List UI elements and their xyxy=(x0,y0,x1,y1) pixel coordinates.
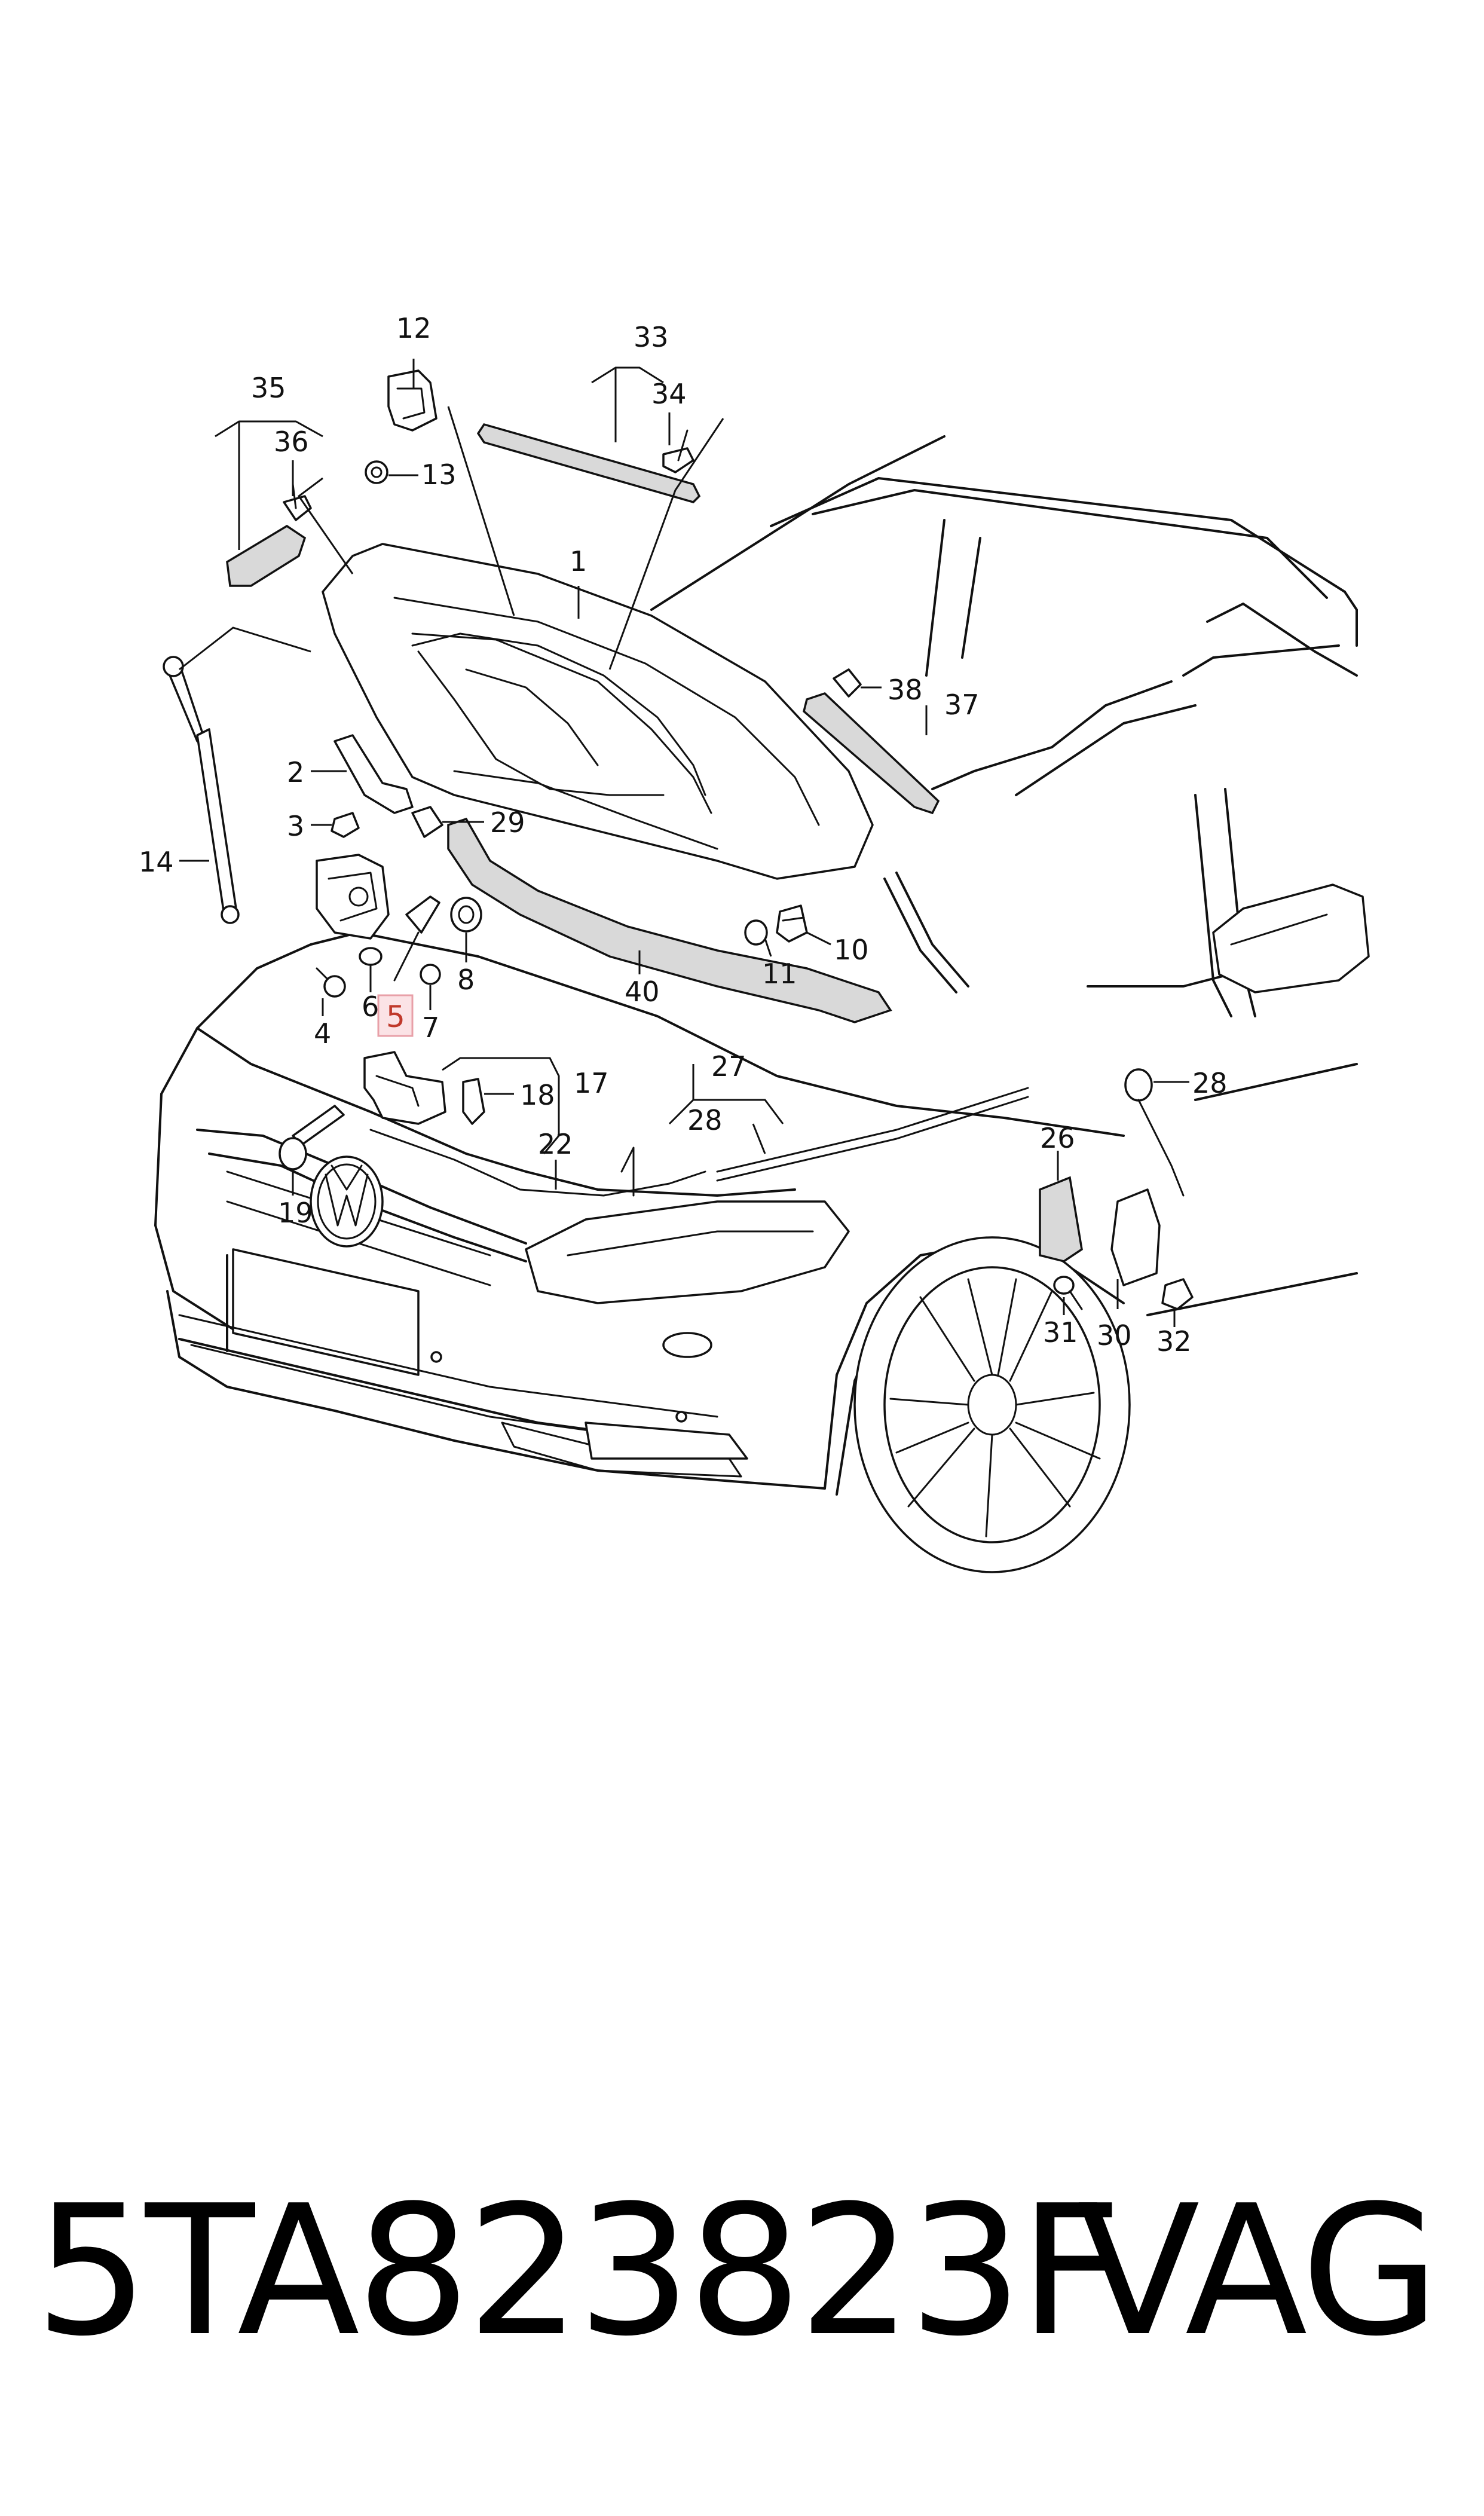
part-3-nut xyxy=(331,812,360,838)
callout-7: 7 xyxy=(422,1011,439,1044)
part-18-sensor xyxy=(462,1078,485,1125)
callout-10: 10 xyxy=(834,934,869,966)
callout-18: 18 xyxy=(520,1079,555,1111)
callout-14: 14 xyxy=(139,846,174,878)
callout-31: 31 xyxy=(1043,1316,1078,1349)
callout-11: 11 xyxy=(762,958,797,990)
callout-19: 19 xyxy=(278,1197,313,1229)
part-7-nut xyxy=(420,964,441,985)
callout-33: 33 xyxy=(634,321,669,353)
callout-29: 29 xyxy=(490,806,525,839)
part-22-cable xyxy=(369,1129,706,1197)
callout-35: 35 xyxy=(251,372,286,404)
callout-28a: 28 xyxy=(687,1104,723,1136)
callout-2: 2 xyxy=(287,756,304,788)
part-13-nut xyxy=(365,460,388,484)
callout-5-highlight-box xyxy=(377,994,414,1037)
car-body xyxy=(154,435,1370,1496)
callout-40: 40 xyxy=(625,976,660,1008)
callout-22: 22 xyxy=(538,1128,573,1160)
part-37-seal xyxy=(803,692,940,815)
callout-30: 30 xyxy=(1097,1319,1132,1352)
part-2-bracket xyxy=(333,734,414,814)
part-number-label: 5TA823823F xyxy=(35,2167,1122,2376)
part-26-handle xyxy=(1039,1176,1083,1262)
callout-1: 1 xyxy=(570,545,587,577)
callouts: 12 13 33 34 35 36 1 38 37 2 3 29 14 8 10… xyxy=(139,312,1228,1358)
callout-27: 27 xyxy=(711,1050,746,1083)
callout-26: 26 xyxy=(1040,1122,1075,1154)
callout-37: 37 xyxy=(944,689,980,721)
brand-label: VAG xyxy=(1077,2167,1440,2376)
callout-28b: 28 xyxy=(1192,1067,1228,1099)
part-30-bracket xyxy=(1110,1188,1161,1286)
part-19-bolt xyxy=(279,1105,345,1170)
callout-12: 12 xyxy=(396,312,432,344)
part-8-bushing xyxy=(450,897,482,933)
callout-38: 38 xyxy=(888,674,923,706)
callout-4: 4 xyxy=(314,1017,331,1050)
callout-34: 34 xyxy=(651,378,687,410)
front-wheel xyxy=(853,1236,1131,1573)
part-38-clip xyxy=(833,668,862,698)
part-29-clip xyxy=(411,806,443,838)
vw-logo-icon xyxy=(310,1155,384,1248)
part-40-seal xyxy=(447,817,892,1023)
part-4-screw xyxy=(316,967,346,998)
part-32-nut xyxy=(1161,1278,1194,1310)
part-31-bolt xyxy=(1053,1276,1083,1310)
part-28-grommet xyxy=(1124,1068,1185,1197)
part-34-clip xyxy=(662,429,694,473)
part-27-cable xyxy=(716,1087,1029,1182)
part-6-washer xyxy=(359,947,383,966)
part-14-gas-strut xyxy=(163,656,240,924)
part-11-grommet xyxy=(744,919,768,946)
callout-8: 8 xyxy=(457,964,475,996)
part-17-lock xyxy=(363,1051,446,1125)
part-latch-assembly xyxy=(316,854,390,940)
callout-6: 6 xyxy=(362,990,379,1023)
part-5-rod xyxy=(393,895,440,982)
part-35-seal xyxy=(226,524,307,587)
leader-lines xyxy=(179,359,1189,1327)
callout-13: 13 xyxy=(421,458,457,491)
callout-17: 17 xyxy=(574,1067,609,1099)
callout-32: 32 xyxy=(1156,1325,1192,1358)
part-10-stop xyxy=(776,904,808,943)
callout-36: 36 xyxy=(274,426,309,458)
part-12-bracket xyxy=(387,369,437,432)
callout-5: 5 xyxy=(386,999,405,1034)
part-33-seal xyxy=(476,423,701,503)
callout-3: 3 xyxy=(287,810,304,842)
